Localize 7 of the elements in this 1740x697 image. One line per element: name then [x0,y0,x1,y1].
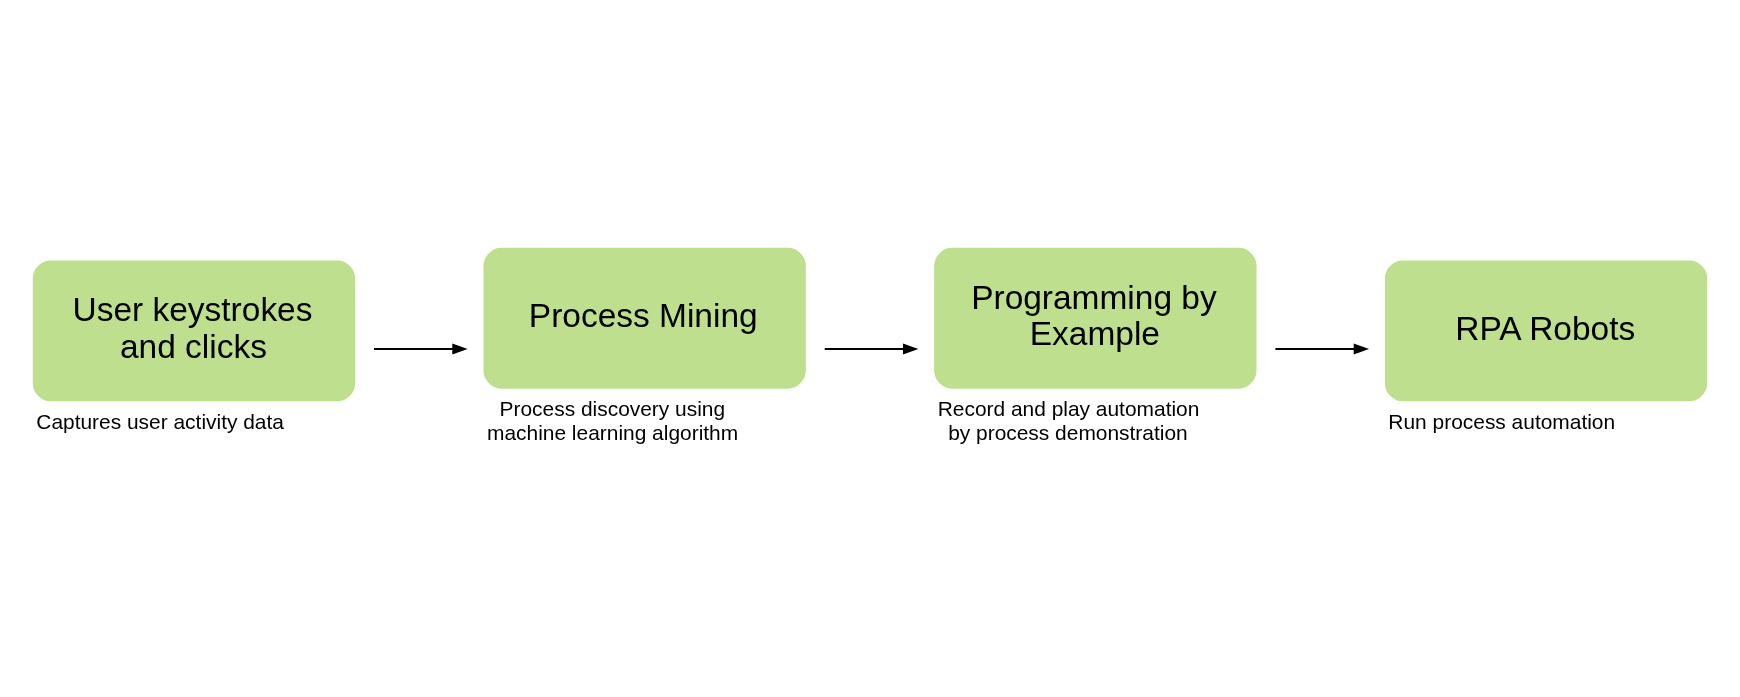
node-label: Run process automation [1388,409,1616,433]
node-label: Process discovery using machine learning algorithm [486,396,739,444]
arrow [1275,343,1370,354]
node-label: Record and play automation by process demonstration [937,396,1200,444]
arrow [374,343,468,354]
node-label: Captures user activity data [36,409,284,433]
arrow [824,343,919,354]
